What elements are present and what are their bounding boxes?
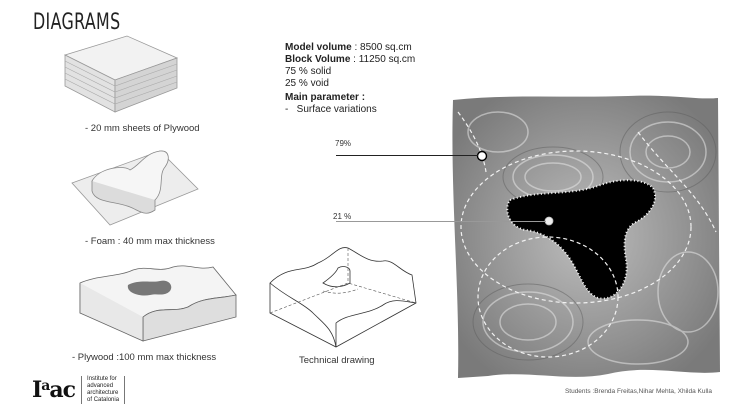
technical-drawing-illustration (269, 247, 417, 348)
main-parameter-item: - Surface variations (285, 104, 377, 115)
void-callout-marker (544, 216, 554, 226)
plywood-sheets-caption: - 20 mm sheets of Plywood (85, 123, 200, 134)
logo-institute-name: Institute for advanced architecture of C… (81, 376, 126, 404)
model-volume-value: : 8500 sq.cm (351, 42, 412, 53)
plywood-thickness-caption: - Plywood :100 mm max thickness (72, 352, 217, 363)
foam-shape-illustration (71, 150, 199, 226)
block-volume-value: : 11250 sq.cm (350, 54, 416, 65)
logo-mark: Iaac (32, 377, 76, 403)
surface-topview-render (452, 95, 720, 378)
student-credits: Students :Brenda Freitas,Nihar Mehta, Xh… (564, 388, 712, 395)
foam-caption: - Foam : 40 mm max thickness (85, 236, 215, 247)
technical-drawing-caption: Technical drawing (299, 355, 375, 366)
volume-stats: Model volume : 8500 sq.cm Block Volume :… (285, 42, 415, 116)
plywood-stack-illustration (63, 35, 179, 113)
solid-percentage: 75 % solid (285, 66, 332, 77)
void-percentage: 25 % void (285, 78, 329, 89)
iaac-logo: Iaac Institute for advanced architecture… (32, 376, 126, 404)
void-callout-line (336, 221, 546, 222)
solid-callout-marker (476, 150, 488, 162)
block-volume-label: Block Volume (285, 54, 351, 65)
solid-callout-label: 79% (335, 139, 352, 148)
model-volume-label: Model volume (285, 42, 352, 53)
page-title: DIAGRAMS (33, 10, 121, 35)
void-callout-label: 21 % (333, 212, 352, 221)
solid-callout-line (336, 155, 478, 156)
carved-plywood-illustration (79, 265, 237, 342)
main-parameter-label: Main parameter : (285, 92, 366, 103)
